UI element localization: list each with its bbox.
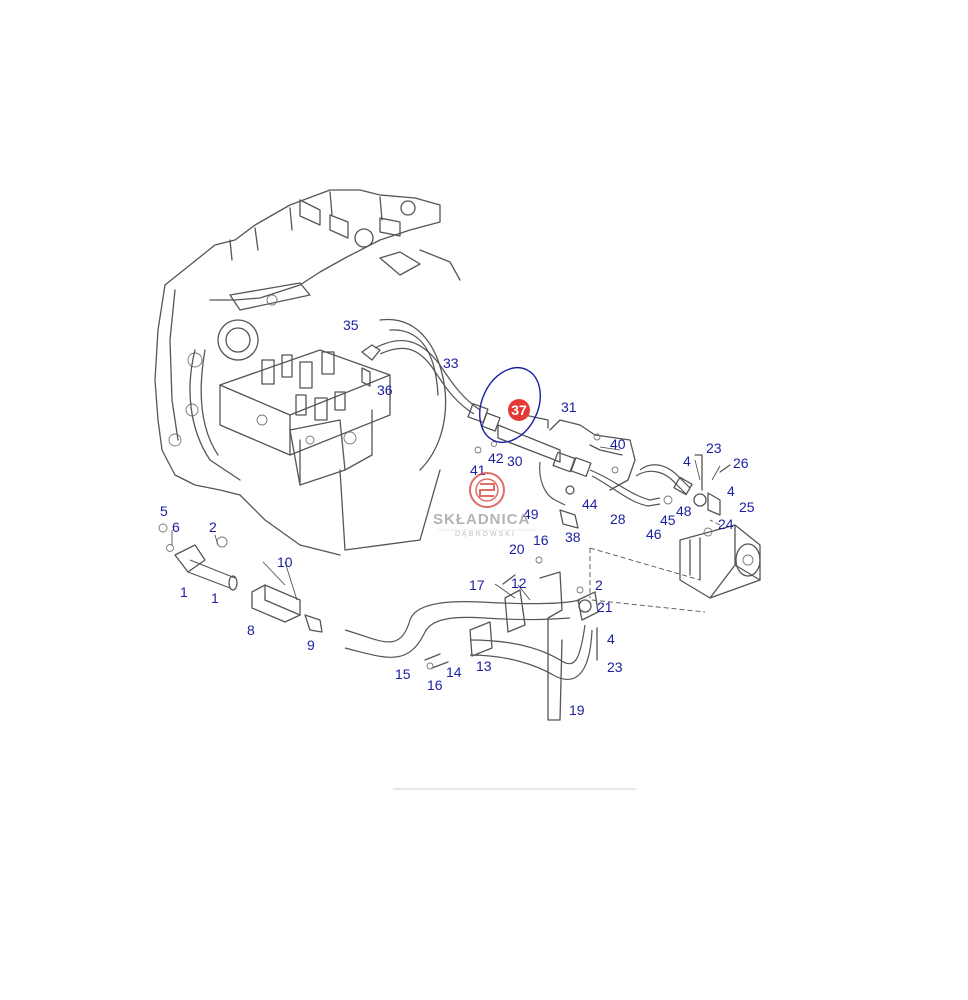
callout-label: 1	[211, 590, 219, 606]
callout-label: 5	[160, 503, 168, 519]
watermark-sub: DĄBROWSKI	[455, 531, 516, 538]
callout-label: 21	[597, 599, 613, 615]
callout-label: 4	[607, 631, 615, 647]
callout-label: 36	[377, 382, 393, 398]
callout-label: 9	[307, 637, 315, 653]
upper-hydraulic-lines	[361, 339, 731, 529]
leader-lines	[171, 446, 721, 601]
callout-label: 44	[582, 496, 598, 512]
control-valve-block	[219, 349, 391, 486]
callout-label: 48	[676, 503, 692, 519]
alignment-guides	[589, 519, 721, 613]
callout-label: 10	[277, 554, 293, 570]
callout-label: 30	[507, 453, 523, 469]
callout-label: 31	[561, 399, 577, 415]
callout-label: 12	[511, 575, 527, 591]
callout-label: 23	[607, 659, 623, 675]
callout-label: 14	[446, 664, 462, 680]
callout-label: 15	[395, 666, 411, 682]
transmission-housing	[154, 189, 461, 556]
callout-label: 16	[427, 677, 443, 693]
callout-label: 2	[595, 577, 603, 593]
callout-label: 13	[476, 658, 492, 674]
callout-label: 45	[660, 512, 676, 528]
suction-pipe-assembly	[158, 523, 599, 721]
watermark: SKŁADNICA DĄBROWSKI	[433, 472, 536, 538]
callout-label: 46	[646, 526, 662, 542]
callout-label: 2	[209, 519, 217, 535]
logo-icon	[469, 472, 505, 508]
callout-label: 49	[523, 506, 539, 522]
badge-label: 37	[511, 402, 527, 418]
callout-label: 33	[443, 355, 459, 371]
callout-label: 25	[739, 499, 755, 515]
callout-label: 35	[343, 317, 359, 333]
callout-label: 17	[469, 577, 485, 593]
callout-label: 38	[565, 529, 581, 545]
callout-label: 4	[683, 453, 691, 469]
callout-label: 20	[509, 541, 525, 557]
callout-label: 28	[610, 511, 626, 527]
callout-label: 19	[569, 702, 585, 718]
callout-label: 40	[610, 436, 626, 452]
hydraulic-pump	[679, 524, 761, 599]
watermark-name: SKŁADNICA	[433, 511, 530, 528]
callout-label: 4	[727, 483, 735, 499]
callout-label: 1	[180, 584, 188, 600]
callout-label: 8	[247, 622, 255, 638]
callout-labels: 35 33 36 37 31 40 23 26 4 4 25 24 48 45 …	[160, 317, 755, 718]
callout-label: 23	[706, 440, 722, 456]
callout-label: 16	[533, 532, 549, 548]
callout-label: 24	[718, 516, 734, 532]
callout-label: 26	[733, 455, 749, 471]
highlight-ring	[479, 367, 541, 443]
highlighted-part-badge: 37	[508, 399, 530, 421]
callout-label: 6	[172, 519, 180, 535]
callout-label: 42	[488, 450, 504, 466]
